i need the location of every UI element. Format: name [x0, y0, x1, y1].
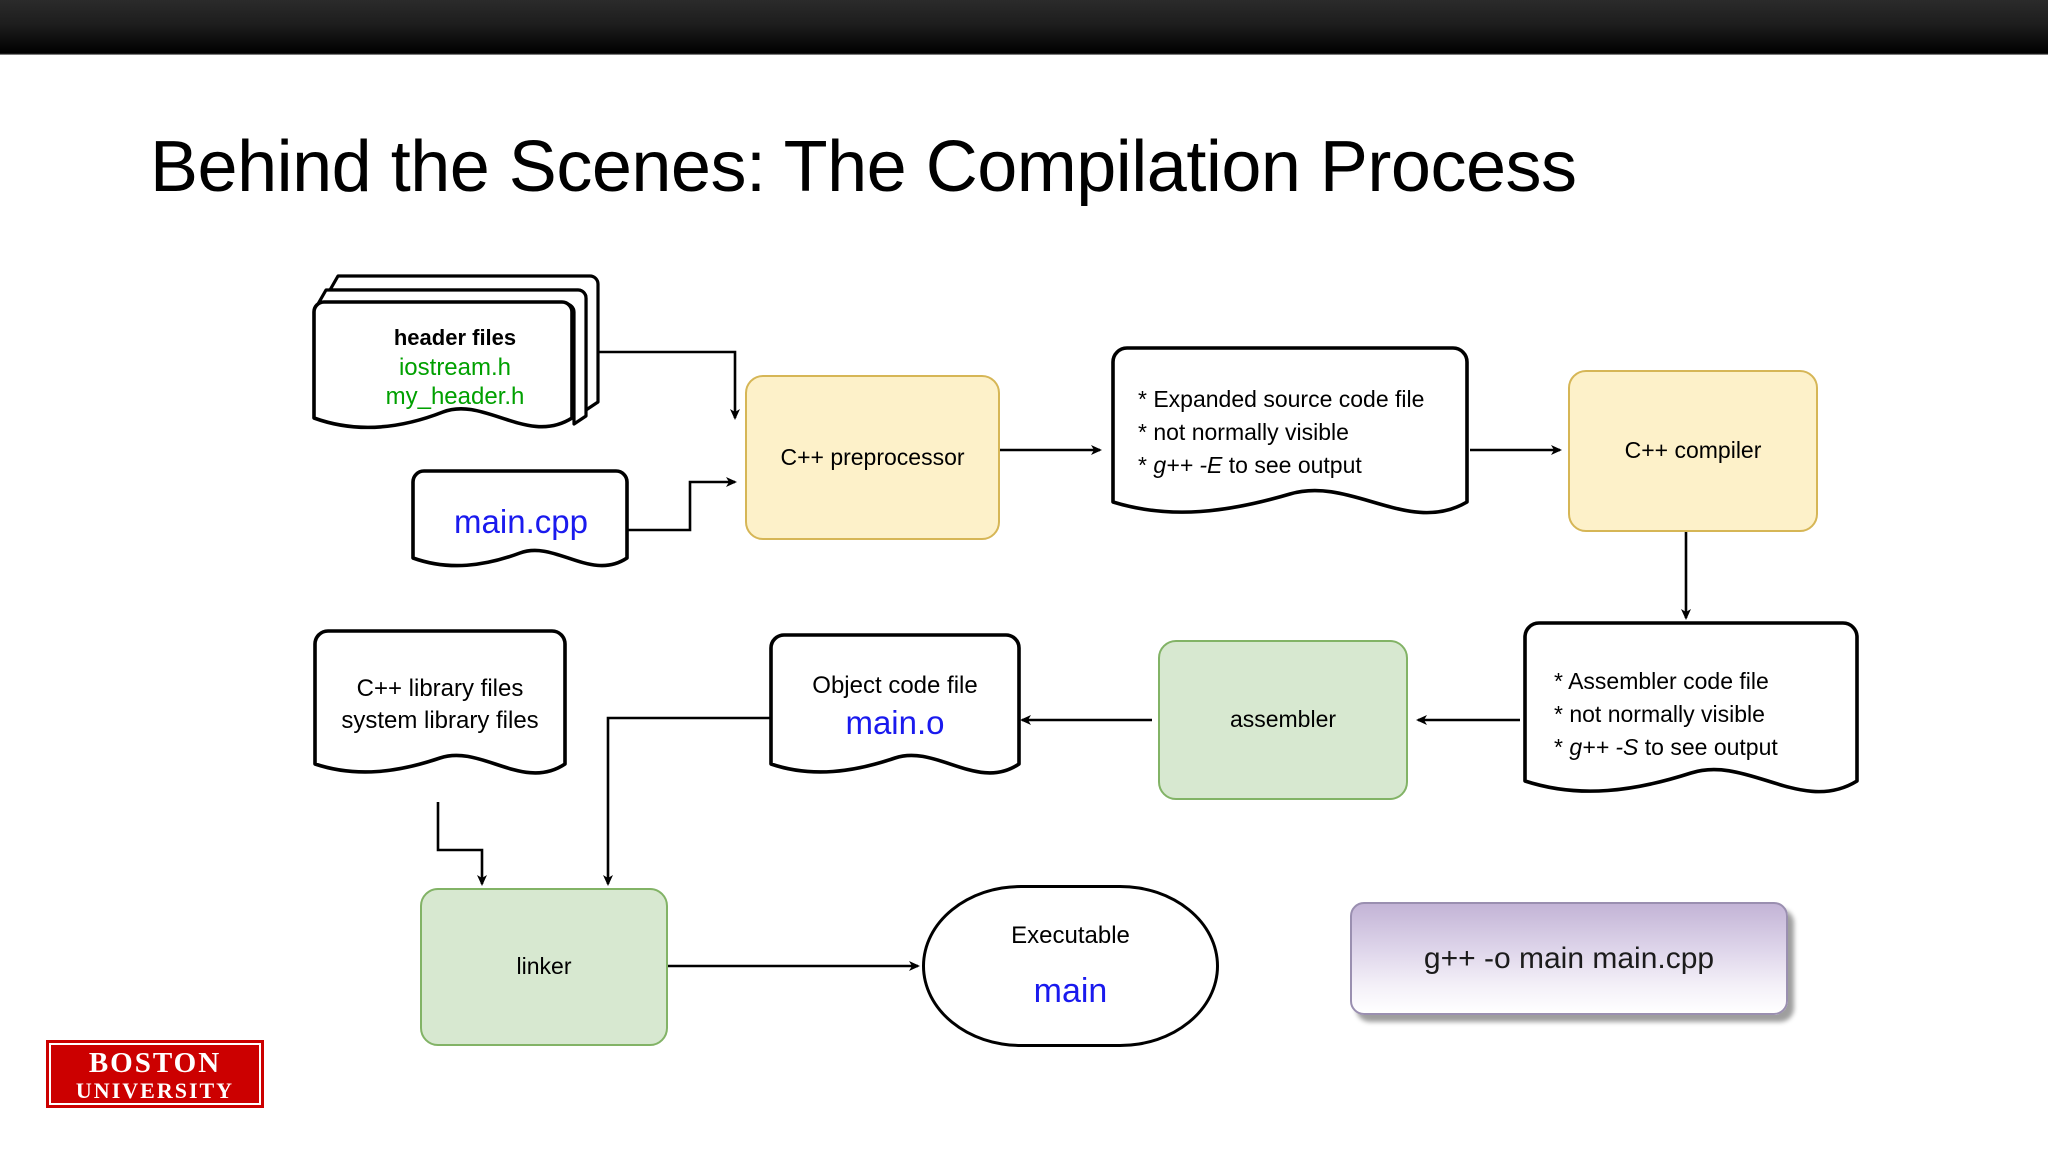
expanded-source-line-2: * not normally visible: [1138, 418, 1349, 445]
executable-node[interactable]: Executable main: [922, 885, 1219, 1047]
expanded-source-flag: g++ -E: [1153, 451, 1223, 478]
assembler-code-flag: g++ -S: [1569, 733, 1639, 760]
library-files-node[interactable]: C++ library files system library files: [312, 628, 568, 804]
object-file-node[interactable]: Object code file main.o: [768, 632, 1022, 802]
preprocessor-node[interactable]: C++ preprocessor: [745, 375, 1000, 540]
assembler-code-line-3-prefix: *: [1554, 733, 1570, 760]
command-box[interactable]: g++ -o main main.cpp: [1350, 902, 1788, 1015]
expanded-source-line-3-suffix: to see output: [1222, 451, 1362, 478]
command-text: g++ -o main main.cpp: [1423, 941, 1715, 975]
slide-top-bar: [0, 0, 2048, 55]
page-title: Behind the Scenes: The Compilation Proce…: [150, 127, 1577, 207]
expanded-source-line-3: * g++ -E to see output: [1138, 452, 1362, 479]
expanded-source-line-3-prefix: *: [1138, 451, 1154, 478]
object-file-name: main.o: [845, 704, 945, 741]
boston-university-logo: BOSTON UNIVERSITY: [46, 1040, 264, 1108]
object-file-shape: [769, 633, 1021, 775]
header-files-node[interactable]: header files iostream.h my_header.h: [310, 262, 600, 452]
object-file-title: Object code file: [812, 672, 978, 699]
linker-label: linker: [516, 953, 572, 980]
source-file-node[interactable]: main.cpp: [410, 468, 632, 593]
expanded-source-shape: [1111, 346, 1469, 515]
library-files-line-2: system library files: [341, 707, 539, 734]
source-file-shape: [411, 469, 629, 568]
assembler-code-line-3-suffix: to see output: [1638, 733, 1778, 760]
header-files-title: header files: [393, 325, 517, 350]
assembler-code-line-3: * g++ -S to see output: [1554, 734, 1778, 761]
preprocessor-label: C++ preprocessor: [780, 443, 965, 470]
header-files-shape: [312, 274, 600, 430]
assembler-code-shape: [1523, 621, 1859, 794]
assembler-code-node[interactable]: * Assembler code file * not normally vis…: [1522, 620, 1860, 825]
compiler-label: C++ compiler: [1624, 437, 1762, 464]
header-file-iostream: iostream.h: [398, 354, 512, 381]
library-files-line-1: C++ library files: [356, 675, 524, 702]
logo-line-university: UNIVERSITY: [75, 1077, 235, 1103]
executable-name: main: [1033, 971, 1108, 1010]
source-file-name: main.cpp: [454, 503, 588, 540]
library-files-shape: [313, 629, 567, 775]
header-file-my-header: my_header.h: [385, 383, 525, 410]
assembler-node[interactable]: assembler: [1158, 640, 1408, 800]
logo-line-boston: BOSTON: [88, 1046, 222, 1079]
expanded-source-line-1: * Expanded source code file: [1138, 385, 1425, 412]
assembler-code-line-1: * Assembler code file: [1554, 667, 1769, 694]
assembler-code-line-2: * not normally visible: [1554, 700, 1765, 727]
compiler-node[interactable]: C++ compiler: [1568, 370, 1818, 532]
assembler-label: assembler: [1229, 706, 1337, 733]
linker-node[interactable]: linker: [420, 888, 668, 1046]
executable-title: Executable: [1011, 921, 1130, 949]
logo-inner-frame: BOSTON UNIVERSITY: [49, 1043, 261, 1105]
expanded-source-node[interactable]: * Expanded source code file * not normal…: [1110, 345, 1470, 545]
